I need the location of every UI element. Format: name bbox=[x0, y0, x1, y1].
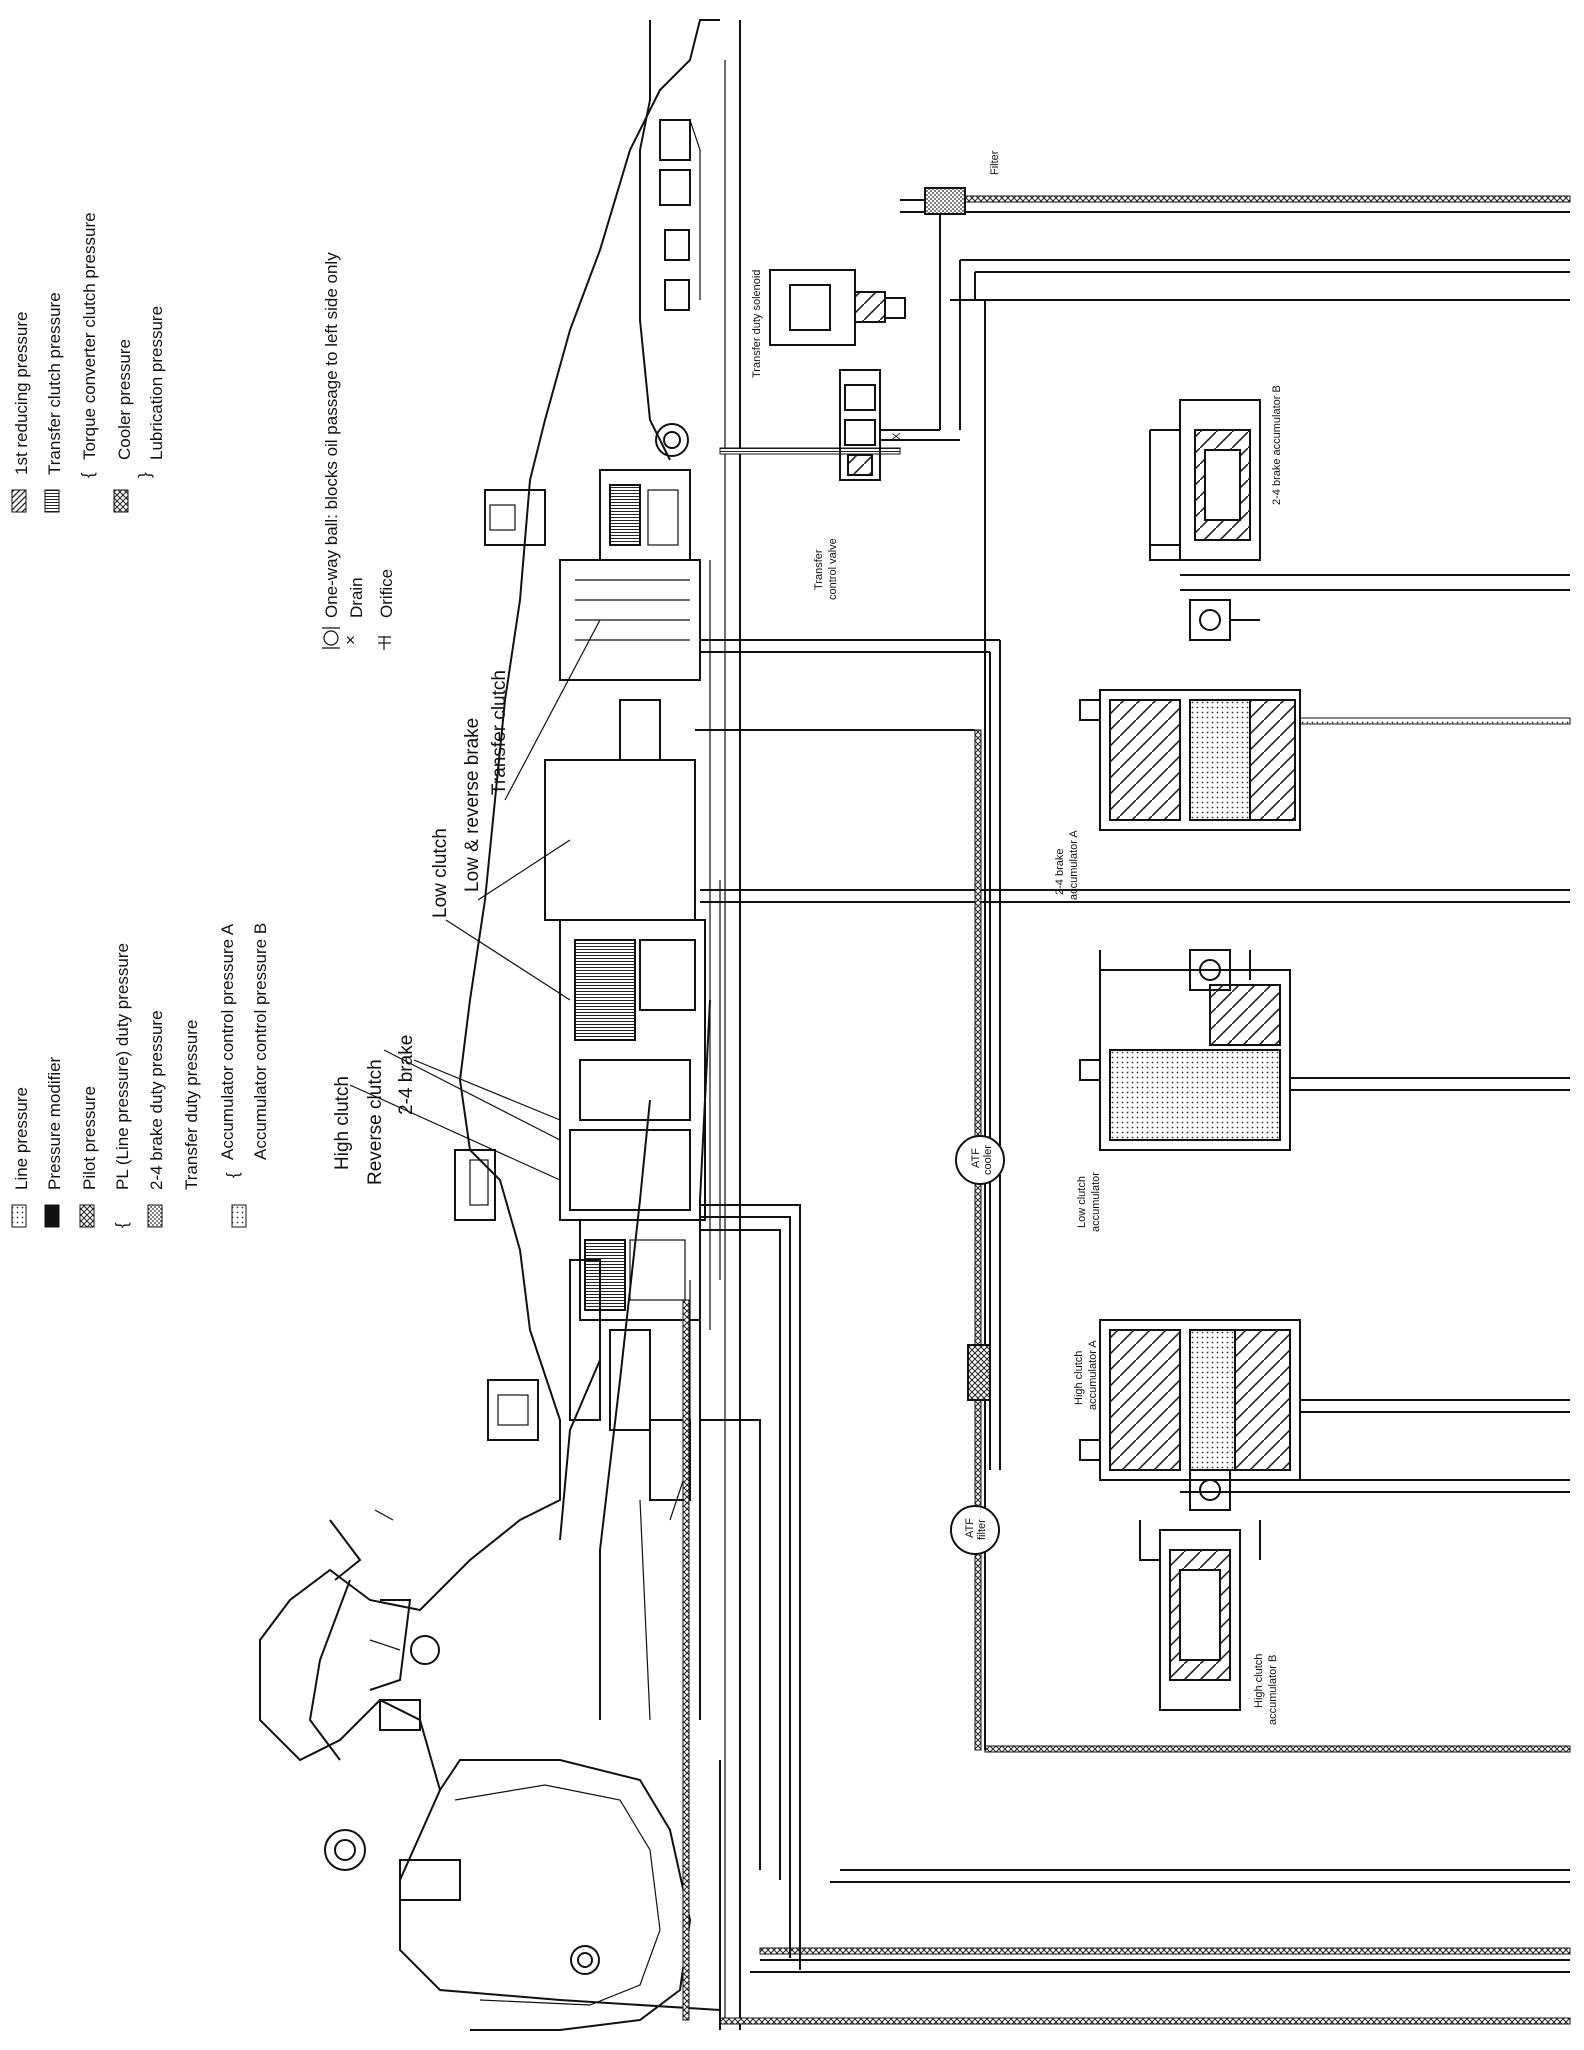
transmission-housing bbox=[259, 19, 741, 2031]
legend-accumulator-a: Accumulator control pressure A bbox=[218, 923, 237, 1160]
legend-orifice: Orifice bbox=[377, 569, 396, 618]
legend-first-reducing: 1st reducing pressure bbox=[12, 312, 31, 475]
label-low-clutch-acc-1: Low clutch bbox=[1076, 1176, 1088, 1228]
atf-filter-icon bbox=[950, 1505, 1000, 1555]
label-high-clutch-acc-a-1: High clutch bbox=[1073, 1351, 1085, 1405]
label-reverse-clutch: Reverse clutch bbox=[365, 1059, 386, 1185]
label-transfer-duty-solenoid: Transfer duty solenoid bbox=[751, 270, 763, 378]
swatch-first-reducing bbox=[11, 489, 27, 513]
drain-symbol-icon: × bbox=[341, 635, 360, 645]
legend-one-way-ball: One-way ball: blocks oil passage to left… bbox=[322, 252, 341, 618]
low-clutch-accumulator bbox=[1079, 949, 1291, 1151]
label-24-brake-acc-b: 2-4 brake accumulator B bbox=[1271, 385, 1283, 505]
component-labels: Filter Transfer duty solenoid Transfer c… bbox=[751, 150, 1283, 1725]
high-clutch-accumulator-a bbox=[1079, 1319, 1301, 1481]
one-way-ball-24-brake bbox=[1189, 599, 1260, 641]
orifice-symbol-icon bbox=[378, 636, 391, 650]
label-transfer-clutch: Transfer clutch bbox=[489, 670, 510, 795]
label-atf-filter-1: ATF bbox=[964, 1518, 976, 1538]
legend-torque-converter: Torque converter clutch pressure bbox=[80, 212, 99, 460]
swatch-transfer-clutch bbox=[44, 489, 60, 513]
legend-cooler: Cooler pressure bbox=[115, 339, 134, 460]
swatch-pressure-modifier bbox=[44, 1204, 60, 1228]
label-low-reverse-brake: Low & reverse brake bbox=[462, 718, 483, 892]
clutch-labels: High clutch Reverse clutch 2-4 brake Low… bbox=[332, 619, 601, 1185]
label-high-clutch: High clutch bbox=[332, 1076, 353, 1170]
swatch-duty-pressure bbox=[147, 1204, 163, 1228]
label-transfer-control-valve-2: control valve bbox=[827, 538, 839, 600]
label-24-brake: 2-4 brake bbox=[396, 1035, 417, 1115]
brace-cooler-2: } bbox=[135, 472, 154, 478]
swatch-pilot-pressure bbox=[79, 1204, 95, 1228]
legend-pressure-modifier: Pressure modifier bbox=[45, 1056, 64, 1190]
legend-transfer-clutch: Transfer clutch pressure bbox=[45, 292, 64, 475]
one-way-ball-symbol-icon bbox=[322, 627, 340, 649]
transfer-control-valve bbox=[839, 369, 960, 481]
legend-transfer-duty-pressure: Transfer duty pressure bbox=[182, 1020, 201, 1190]
label-high-clutch-acc-b-2: accumulator B bbox=[1267, 1655, 1279, 1725]
legend-pilot-pressure: Pilot pressure bbox=[80, 1086, 99, 1190]
legend-pl-duty-pressure: PL (Line pressure) duty pressure bbox=[113, 943, 132, 1190]
drain-mark: X bbox=[891, 432, 903, 440]
filter-element bbox=[924, 187, 966, 215]
legend-accumulator-b: Accumulator control pressure B bbox=[251, 923, 270, 1160]
label-transfer-control-valve-1: Transfer bbox=[813, 549, 825, 590]
legend-drain: Drain bbox=[347, 577, 366, 618]
line-cooler-top bbox=[939, 195, 1571, 203]
brake-24-accumulator-b bbox=[1149, 399, 1261, 561]
legend-line-pressure: Line pressure bbox=[12, 1087, 31, 1190]
label-atf-cooler-2: cooler bbox=[982, 1145, 994, 1175]
label-low-clutch: Low clutch bbox=[430, 828, 451, 918]
label-atf-filter-2: filter bbox=[976, 1519, 988, 1540]
brace-cooler: { bbox=[78, 472, 97, 478]
label-high-clutch-acc-b-1: High clutch bbox=[1253, 1654, 1265, 1708]
legend: { { Line pressure Pressure modifier Pilo… bbox=[11, 212, 396, 1228]
legend-24-brake-duty-pressure: 2-4 brake duty pressure bbox=[147, 1010, 166, 1190]
hydraulic-lines bbox=[682, 187, 1571, 2030]
label-atf-cooler-1: ATF bbox=[970, 1148, 982, 1168]
atf-inline-filter bbox=[967, 1344, 991, 1401]
atf-cooler-icon bbox=[955, 1135, 1005, 1185]
brake-24-accumulator-a bbox=[1079, 689, 1301, 831]
brace-duty: { bbox=[112, 1222, 131, 1228]
one-way-ball-high-clutch bbox=[1189, 1469, 1231, 1511]
high-clutch-accumulator-b bbox=[1139, 1520, 1261, 1711]
label-24-brake-acc-a-2: accumulator A bbox=[1068, 830, 1080, 900]
swatch-line-pressure bbox=[11, 1204, 27, 1228]
swatch-accumulator-pressure bbox=[231, 1204, 247, 1228]
label-low-clutch-acc-2: accumulator bbox=[1090, 1172, 1102, 1232]
label-high-clutch-acc-a-2: accumulator A bbox=[1087, 1340, 1099, 1410]
label-24-brake-acc-a-1: 2-4 brake bbox=[1054, 849, 1066, 895]
label-filter: Filter bbox=[989, 150, 1001, 175]
brace-accumulator: { bbox=[223, 1172, 242, 1178]
swatch-cooler bbox=[113, 489, 129, 513]
transfer-duty-solenoid bbox=[769, 269, 906, 346]
legend-lubrication: Lubrication pressure bbox=[147, 306, 166, 460]
